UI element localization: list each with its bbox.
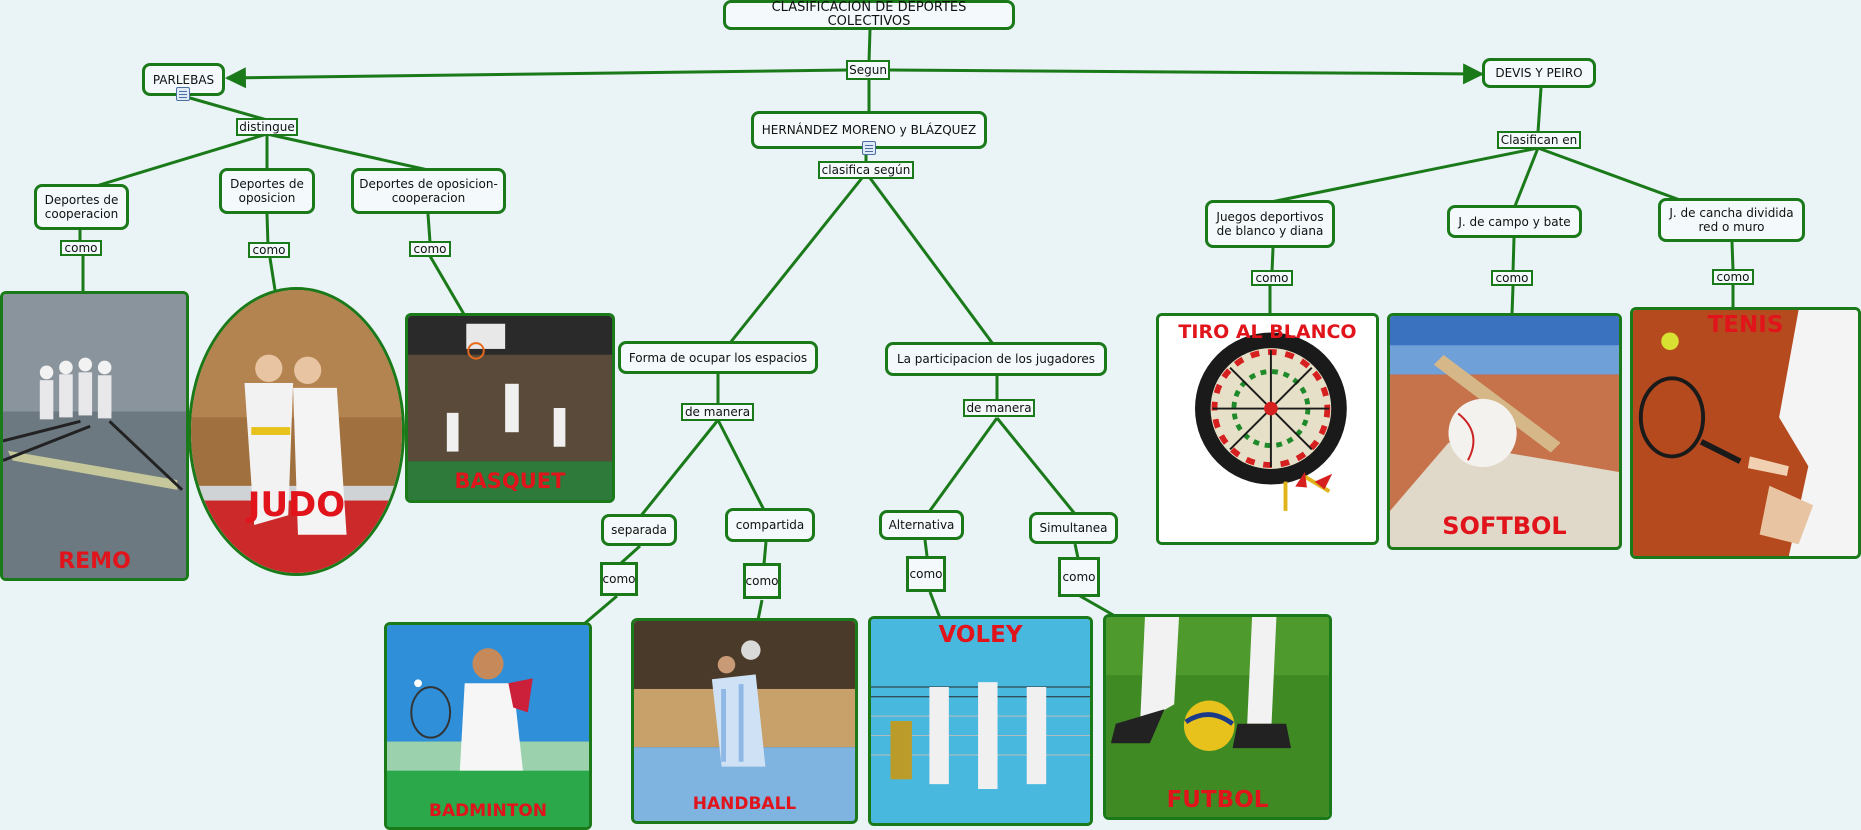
- image-tiro-al-blanco[interactable]: TIRO AL BLANCO: [1156, 313, 1379, 545]
- image-handball[interactable]: HANDBALL: [631, 618, 858, 824]
- link-de-manera-participacion: de manera: [963, 399, 1035, 417]
- tennis-illustration: [1633, 310, 1858, 556]
- category-blanco-diana[interactable]: Juegos deportivos de blanco y diana: [1205, 200, 1335, 248]
- link-como-simultanea: como: [1058, 557, 1100, 597]
- football-illustration: [1106, 617, 1329, 817]
- sport-label-badminton: BADMINTON: [429, 801, 547, 821]
- link-de-manera-espacios: de manera: [681, 403, 754, 421]
- root-node[interactable]: CLASIFICACION DE DEPORTES COLECTIVOS: [723, 0, 1015, 30]
- category-campo-bate[interactable]: J. de campo y bate: [1447, 205, 1582, 238]
- document-icon[interactable]: [176, 87, 190, 101]
- link-como-blanco: como: [1251, 270, 1293, 286]
- image-voley[interactable]: VOLEY: [868, 616, 1093, 826]
- sport-label-handball: HANDBALL: [692, 794, 797, 814]
- link-segun: Segun: [846, 60, 890, 80]
- sport-label-tiro-al-blanco: TIRO AL BLANCO: [1178, 321, 1357, 343]
- author-hernandez[interactable]: HERNÁNDEZ MORENO y BLÁZQUEZ: [751, 111, 987, 149]
- dartboard-illustration: [1159, 316, 1376, 542]
- type-separada[interactable]: separada: [601, 514, 677, 546]
- link-como-separada: como: [600, 562, 638, 596]
- author-devis[interactable]: DEVIS Y PEIRO: [1482, 58, 1596, 88]
- criteria-espacios[interactable]: Forma de ocupar los espacios: [618, 341, 818, 374]
- link-como-opos-coop: como: [409, 241, 451, 257]
- image-badminton[interactable]: BADMINTON: [384, 622, 592, 830]
- document-icon[interactable]: [862, 141, 876, 155]
- handball-illustration: [634, 621, 855, 821]
- image-tenis[interactable]: TENIS: [1630, 307, 1861, 559]
- image-futbol[interactable]: FUTBOL: [1103, 614, 1332, 820]
- link-como-oposicion: como: [248, 242, 290, 258]
- category-cooperacion[interactable]: Deportes de cooperacion: [34, 184, 129, 230]
- link-como-cancha: como: [1712, 269, 1754, 285]
- link-como-cooperacion: como: [60, 240, 102, 256]
- link-clasifica-segun: clasifica según: [818, 161, 914, 179]
- image-softbol[interactable]: SOFTBOL: [1387, 313, 1622, 550]
- sport-label-softbol: SOFTBOL: [1442, 512, 1567, 540]
- softball-illustration: [1390, 316, 1619, 547]
- badminton-illustration: [387, 625, 589, 827]
- link-como-compartida: como: [743, 563, 781, 599]
- category-oposicion-cooperacion[interactable]: Deportes de oposicion-cooperacion: [351, 168, 506, 214]
- sport-label-futbol: FUTBOL: [1166, 787, 1269, 813]
- category-cancha-dividida[interactable]: J. de cancha dividida red o muro: [1658, 198, 1805, 242]
- volleyball-illustration: [871, 619, 1090, 823]
- sport-label-voley: VOLEY: [938, 622, 1023, 648]
- sport-label-tenis: TENIS: [1707, 312, 1784, 338]
- image-remo[interactable]: REMO: [0, 291, 189, 581]
- type-simultanea[interactable]: Simultanea: [1029, 512, 1118, 544]
- image-judo[interactable]: JUDO: [188, 287, 405, 576]
- image-basquet[interactable]: BASQUET: [405, 313, 615, 503]
- sport-label-judo: JUDO: [247, 485, 346, 525]
- sport-label-basquet: BASQUET: [454, 469, 566, 493]
- basketball-illustration: [408, 316, 612, 500]
- rowing-illustration: [3, 294, 186, 578]
- category-oposicion[interactable]: Deportes de oposicion: [219, 168, 315, 214]
- judo-illustration: [191, 290, 402, 573]
- type-alternativa[interactable]: Alternativa: [879, 510, 964, 540]
- sport-label-remo: REMO: [58, 549, 131, 574]
- link-clasifican-en: Clasifican en: [1497, 131, 1581, 149]
- link-distingue: distingue: [236, 118, 298, 136]
- criteria-participacion[interactable]: La participacion de los jugadores: [885, 342, 1107, 376]
- type-compartida[interactable]: compartida: [725, 508, 815, 542]
- link-como-alternativa: como: [906, 556, 946, 592]
- link-como-campo: como: [1491, 270, 1533, 286]
